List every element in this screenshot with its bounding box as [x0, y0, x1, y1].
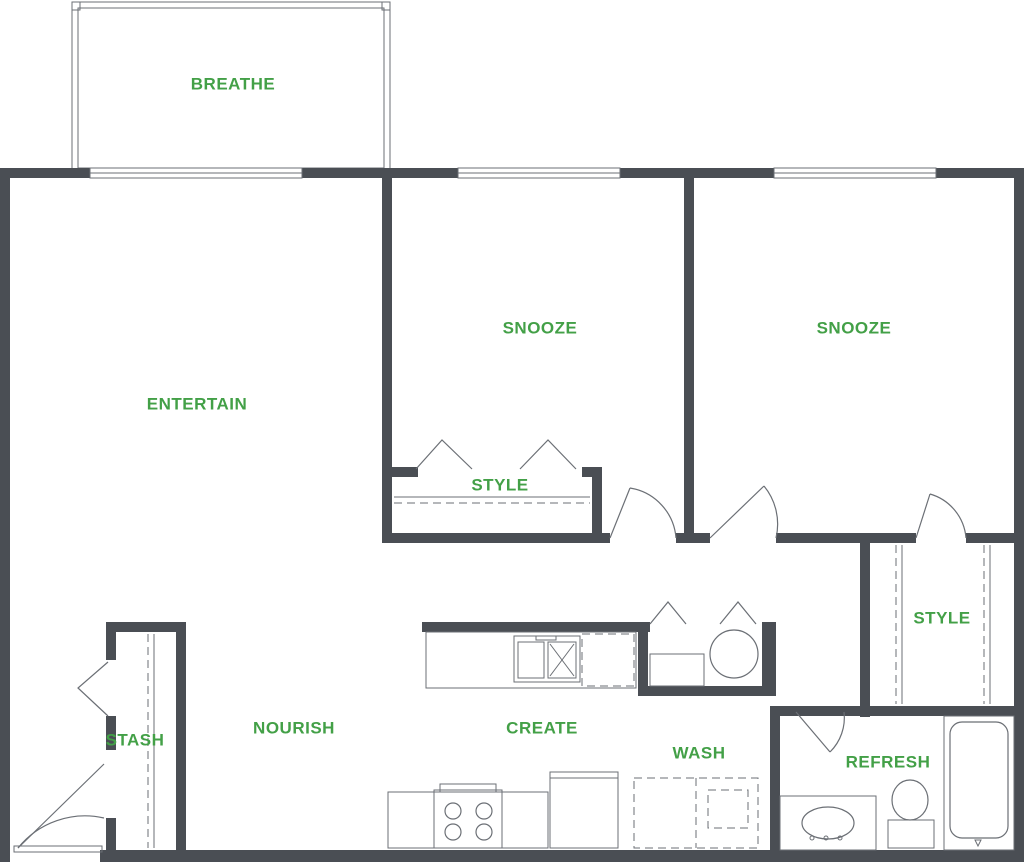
bath-fixtures [779, 715, 1015, 851]
room-label-stash: STASH [106, 730, 165, 749]
room-label-create: CREATE [506, 718, 578, 737]
room-label-style-2: STYLE [913, 608, 970, 627]
room-label-breathe: BREATHE [191, 74, 275, 93]
room-label-nourish: NOURISH [253, 718, 335, 737]
closet-2-fixtures [895, 545, 991, 704]
kitchen-fixtures [387, 631, 637, 849]
laundry-fixtures [633, 629, 759, 849]
closet-1-fixtures [394, 439, 590, 504]
stash-fixtures [147, 634, 155, 848]
room-label-wash: WASH [673, 743, 726, 762]
room-label-snooze-1: SNOOZE [503, 318, 578, 337]
room-label-refresh: REFRESH [846, 752, 931, 771]
room-label-style-1: STYLE [471, 475, 528, 494]
doors [13, 485, 967, 853]
room-label-entertain: ENTERTAIN [147, 394, 248, 413]
room-label-snooze-2: SNOOZE [817, 318, 892, 337]
room-labels: BREATHE ENTERTAIN SNOOZE SNOOZE STYLE ST… [106, 74, 971, 771]
windows [89, 167, 937, 179]
walls [0, 168, 1024, 862]
